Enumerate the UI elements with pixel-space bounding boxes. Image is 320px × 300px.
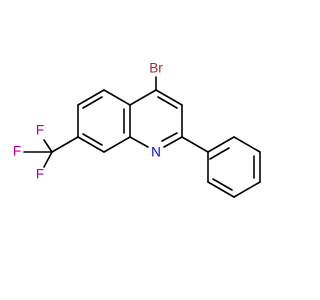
fluorine-left-label: F	[13, 144, 21, 159]
atom-labels: Br N F F F	[13, 61, 163, 182]
bond-c5-c6-inner	[82, 96, 103, 109]
bond-c8-c8a	[103, 136, 131, 153]
bromine-label: Br	[149, 61, 163, 76]
bond-c4-c3	[155, 89, 183, 106]
bond-ph-c4-c5	[233, 181, 261, 198]
bond-ph-c2-c3	[233, 136, 261, 153]
bond-c2-n1	[163, 136, 183, 148]
molecule-structure: Br N F F F	[13, 61, 261, 198]
bond-cf3-f-bottom	[43, 151, 53, 168]
fluorine-bottom-label: F	[36, 167, 44, 182]
bond-c2-phenyl	[181, 136, 209, 153]
bond-c2-n1-inner	[161, 132, 178, 142]
bond-n1-c8a	[129, 136, 149, 148]
nitrogen-label: N	[151, 145, 161, 160]
bond-c7-cf3	[51, 136, 79, 153]
bond-ph-c5-c6	[207, 181, 235, 198]
bond-ph-c1-c2	[207, 136, 235, 153]
bond-cf3-f-top	[43, 139, 53, 153]
bond-c4a-c4	[129, 89, 157, 106]
bond-c7-c8	[77, 136, 105, 153]
bond-c4a-c5	[103, 89, 131, 106]
bond-c5-c6	[77, 89, 105, 106]
bond-ph-c1-c2-inner	[209, 147, 230, 160]
fluorine-top-label: F	[36, 123, 44, 138]
bond-c4-c3-inner	[157, 96, 178, 109]
bond-c7-c8-inner	[82, 133, 103, 146]
bonds	[23, 76, 261, 198]
bond-ph-c5-c6-inner	[212, 178, 233, 191]
